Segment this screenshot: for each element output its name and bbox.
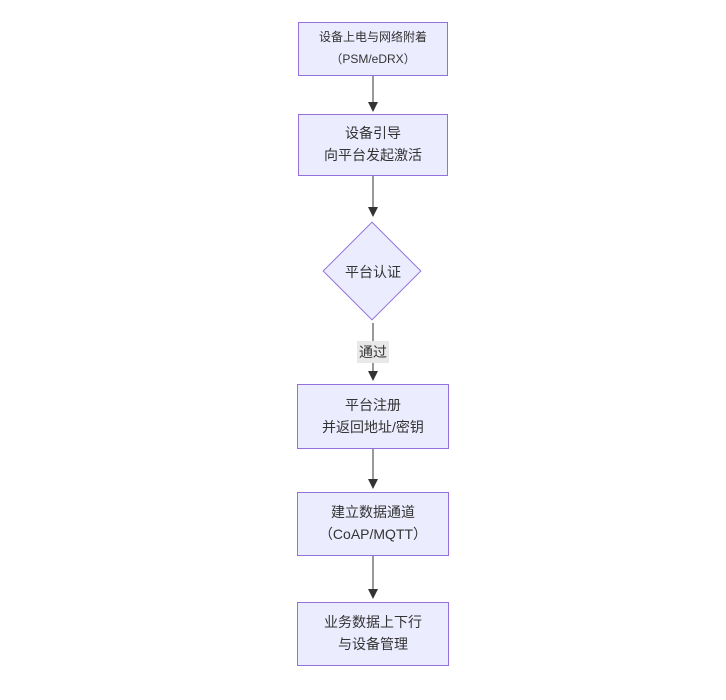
node-label-line: 设备引导 bbox=[345, 125, 401, 142]
node-label-line: 平台认证 bbox=[345, 264, 401, 280]
node-label-line: 建立数据通道 bbox=[331, 504, 415, 521]
node-platform-register: 平台注册 并返回地址/密钥 bbox=[297, 384, 449, 449]
edge-label-pass: 通过 bbox=[357, 341, 389, 363]
node-label-line: 业务数据上下行 bbox=[324, 614, 422, 631]
node-platform-auth: 平台认证 bbox=[322, 221, 424, 323]
node-label-line: 设备上电与网络附着 bbox=[318, 30, 427, 45]
node-label-line: 向平台发起激活 bbox=[324, 147, 422, 163]
node-label-line: 平台注册 bbox=[345, 396, 401, 413]
node-label-line: （PSM/eDRX） bbox=[330, 52, 416, 66]
node-label-line: 与设备管理 bbox=[338, 636, 408, 652]
node-label-line: 并返回地址/密钥 bbox=[322, 418, 424, 435]
node-device-bootstrap: 设备引导 向平台发起激活 bbox=[298, 114, 448, 176]
node-label-line: （CoAP/MQTT） bbox=[318, 526, 428, 542]
node-data-channel: 建立数据通道 （CoAP/MQTT） bbox=[297, 492, 449, 556]
node-business-data: 业务数据上下行 与设备管理 bbox=[297, 602, 449, 666]
node-power-network-attach: 设备上电与网络附着 （PSM/eDRX） bbox=[298, 22, 448, 76]
